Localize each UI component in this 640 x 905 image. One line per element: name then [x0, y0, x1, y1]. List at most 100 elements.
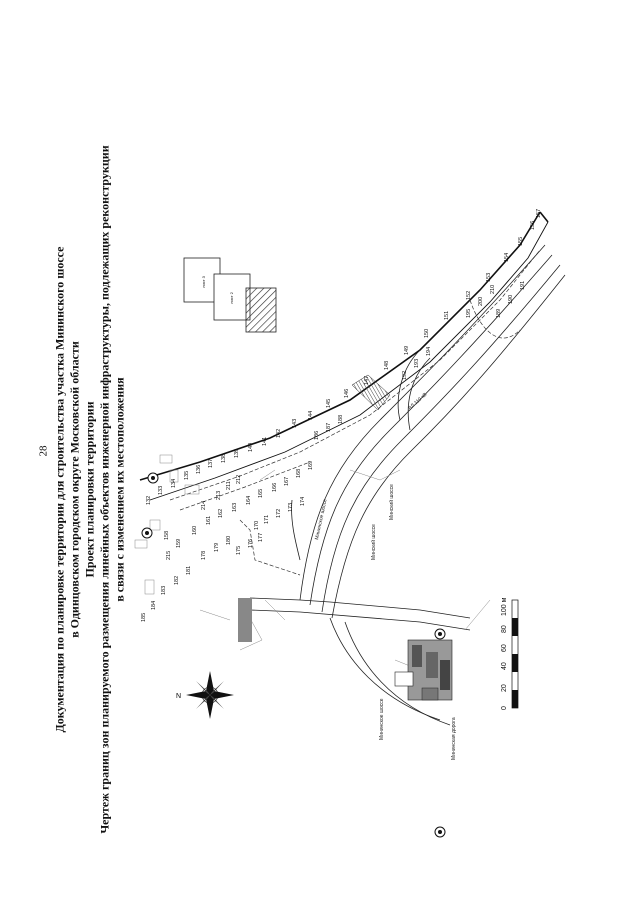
point-label: 161: [206, 516, 212, 525]
key-sheet-2-label: лист 2: [229, 291, 234, 304]
scale-tick-0: 0: [501, 706, 508, 710]
point-label: 164: [246, 496, 252, 505]
point-label: 178: [201, 551, 207, 560]
point-label: 146: [344, 389, 350, 398]
point-label: 183: [161, 586, 167, 595]
zone-boundary: [139, 211, 549, 501]
scale-tick-60: 60: [501, 644, 508, 652]
point-label: 159: [176, 539, 182, 548]
point-label: 162: [218, 509, 224, 518]
road-label-1: Минский шоссе: [370, 524, 377, 560]
point-label: 139: [234, 449, 240, 458]
point-label: 154: [504, 253, 510, 262]
point-label: 214: [201, 501, 207, 510]
point-label: 140: [248, 443, 254, 452]
pipe-strip: [238, 598, 252, 642]
road-lines: [249, 244, 566, 726]
point-label: 165: [258, 489, 264, 498]
road-label-4: Мининское шоссе: [314, 498, 329, 540]
well-symbols: [141, 472, 446, 838]
scale-tick-40: 40: [501, 662, 508, 670]
point-label: 136: [196, 465, 202, 474]
point-label: 170: [254, 521, 260, 530]
point-label: 215: [166, 551, 172, 560]
point-label: 133: [158, 486, 164, 495]
point-label: 142: [276, 429, 282, 438]
point-label: 147: [364, 376, 370, 385]
point-label: 187: [326, 423, 332, 432]
point-label: 148: [384, 361, 390, 370]
point-label: 143: [292, 419, 298, 428]
point-label: 194: [426, 347, 432, 356]
point-label: 191: [520, 281, 526, 290]
point-label: 171: [264, 515, 270, 524]
point-label: 189: [496, 309, 502, 318]
point-label: 213: [216, 491, 222, 500]
point-label: 163: [232, 503, 238, 512]
point-label: 155: [518, 237, 524, 246]
point-label: 200: [478, 297, 484, 306]
point-label: 166: [272, 483, 278, 492]
scale-tick-80: 80: [501, 625, 508, 633]
point-label: 180: [226, 536, 232, 545]
point-label: 179: [214, 543, 220, 552]
point-label: 193: [414, 359, 420, 368]
point-label: 174: [300, 497, 306, 506]
hatched-area: [351, 374, 391, 411]
point-label: 132: [146, 496, 152, 505]
point-label: 152: [466, 291, 472, 300]
north-label: N: [176, 693, 181, 700]
north-arrow: N: [176, 671, 234, 719]
point-label: 149: [404, 346, 410, 355]
point-label: 195: [466, 309, 472, 318]
point-label: 188: [338, 415, 344, 424]
point-label: 212: [236, 475, 242, 484]
point-label: 138: [221, 454, 227, 463]
point-label: 186: [314, 431, 320, 440]
key-sheet-2: [213, 273, 251, 321]
point-label: 172: [276, 509, 282, 518]
point-label: 192: [402, 371, 408, 380]
point-label: 185: [141, 613, 147, 622]
road-label-2: Минский шоссе: [388, 484, 395, 520]
point-label: 145: [326, 399, 332, 408]
point-label: 141: [262, 437, 268, 446]
utility-lines: [169, 249, 541, 576]
point-label: 210: [490, 285, 496, 294]
point-label: 211: [226, 481, 232, 490]
road-label-3: Мининское шоссе: [379, 698, 385, 740]
point-label: 182: [174, 576, 180, 585]
key-map: лист 3 лист 2: [183, 257, 277, 333]
point-labels: 132 133 134 135 136 137 138 139 140 141 142 143 144 1…: [141, 209, 542, 622]
point-label: 160: [192, 526, 198, 535]
point-label: 173: [288, 503, 294, 512]
point-label: 190: [508, 295, 514, 304]
building-cluster: [394, 639, 453, 701]
scale-tick-20: 20: [501, 684, 508, 692]
point-label: 144: [308, 411, 314, 420]
point-label: 157: [536, 209, 542, 218]
point-label: 168: [296, 469, 302, 478]
point-label: 156: [530, 221, 536, 230]
point-label: 176: [248, 539, 254, 548]
point-label: 169: [308, 461, 314, 470]
point-label: 135: [184, 471, 190, 480]
point-label: 150: [424, 329, 430, 338]
point-label: 175: [236, 546, 242, 555]
road-label-6: ВЛ 110 кВ: [407, 391, 428, 411]
point-label: 181: [186, 566, 192, 575]
key-sheet-3-label: лист 3: [201, 275, 206, 288]
point-label: 134: [171, 479, 177, 488]
point-label: 177: [258, 533, 264, 542]
point-label: 153: [486, 273, 492, 282]
point-label: 184: [151, 601, 157, 610]
key-sheet-1: [245, 287, 277, 333]
road-labels: Минский шоссе Минский шоссе Мининское шо…: [314, 391, 457, 760]
scale-tick-100: 100 м: [501, 597, 508, 616]
point-label: 167: [284, 477, 290, 486]
point-label: 158: [164, 531, 170, 540]
scale-bar: 0 20 40 60 80 100 м: [501, 597, 519, 710]
point-label: 137: [208, 459, 214, 468]
point-label: 151: [444, 311, 450, 320]
